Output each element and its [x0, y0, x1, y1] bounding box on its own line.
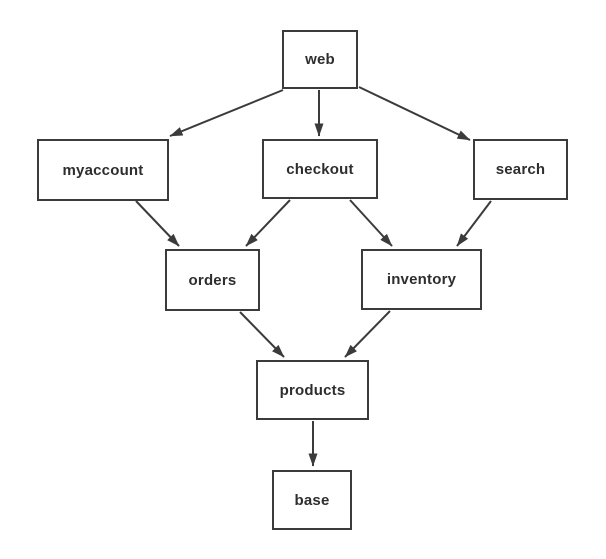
- node-web: web: [282, 30, 358, 89]
- edge-checkout-orders: [245, 199, 291, 247]
- edge-myaccount-orders: [135, 200, 180, 247]
- edge-group: [135, 86, 492, 467]
- node-myaccount: myaccount: [37, 139, 169, 201]
- node-label-products: products: [279, 381, 346, 399]
- node-label-web: web: [305, 51, 335, 68]
- edge-web-search: [358, 86, 471, 141]
- edge-inventory-products: [344, 310, 391, 358]
- node-label-myaccount: myaccount: [62, 161, 144, 179]
- node-label-base: base: [294, 491, 330, 509]
- node-checkout: checkout: [262, 139, 378, 199]
- node-products: products: [256, 360, 369, 420]
- node-inventory: inventory: [361, 249, 482, 310]
- edge-checkout-inventory: [349, 199, 393, 247]
- node-label-inventory: inventory: [386, 271, 457, 288]
- edge-search-inventory: [456, 200, 492, 247]
- node-search: search: [473, 139, 568, 200]
- node-base: base: [272, 470, 352, 530]
- edge-orders-products: [239, 311, 285, 358]
- node-label-search: search: [495, 161, 546, 178]
- edge-web-myaccount: [169, 89, 284, 137]
- node-label-checkout: checkout: [286, 160, 354, 178]
- node-label-orders: orders: [188, 271, 237, 289]
- node-orders: orders: [165, 249, 260, 311]
